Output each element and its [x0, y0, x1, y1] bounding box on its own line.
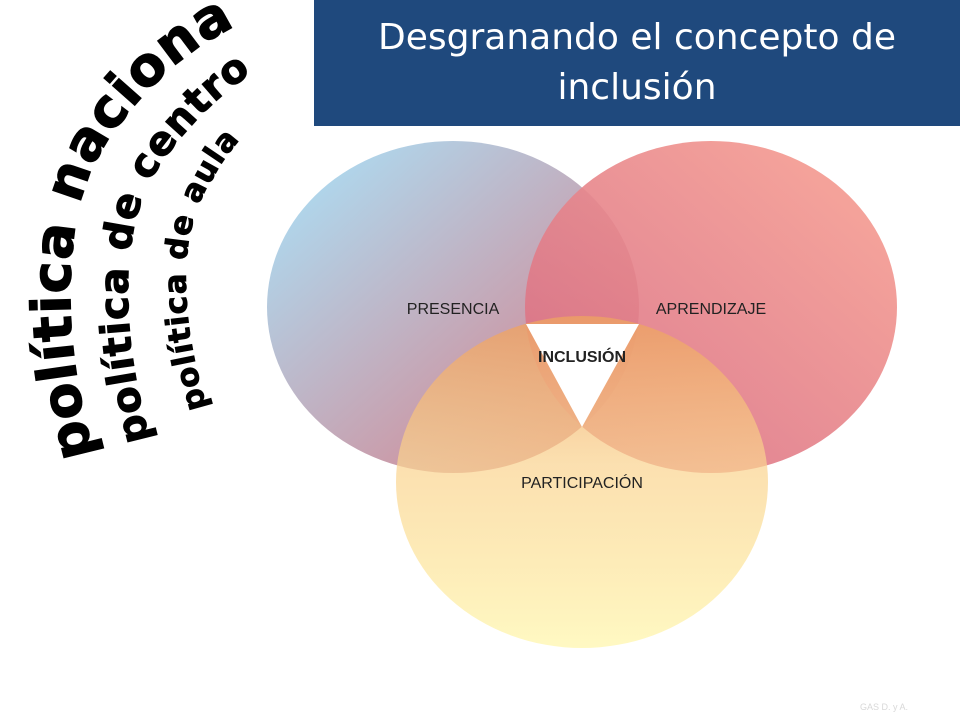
presencia-label: PRESENCIA — [407, 301, 500, 318]
footer-watermark: GAS D. y A. — [859, 702, 908, 712]
participacion-circle — [396, 316, 768, 648]
inclusion-label: INCLUSIÓN — [538, 347, 626, 366]
inclusion-triangle — [526, 324, 639, 427]
aprendizaje-label: APRENDIZAJE — [656, 301, 766, 318]
slide-title: Desgranando el concepto de inclusión — [378, 17, 896, 108]
title-bar: Desgranando el concepto de inclusión — [314, 0, 960, 126]
participacion-label: PARTICIPACIÓN — [521, 473, 643, 492]
